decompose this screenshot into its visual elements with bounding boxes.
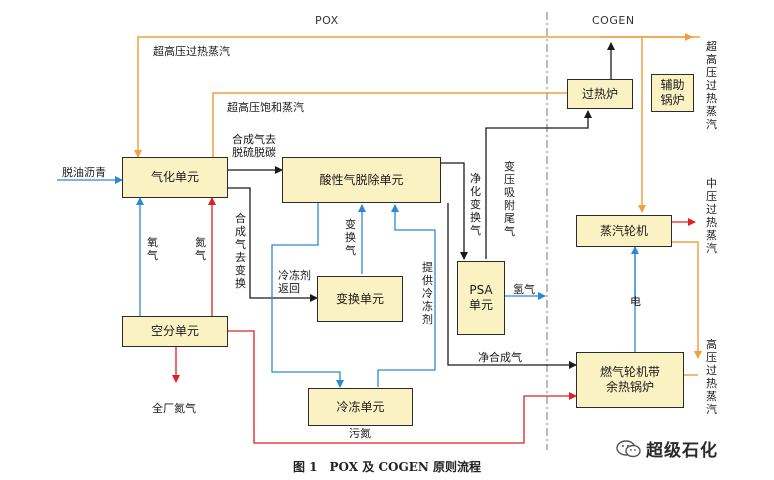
label-supply-refrigerant: 提供冷冻剂 xyxy=(422,261,433,326)
figure-caption: 图 1 POX 及 COGEN 原则流程 xyxy=(292,460,481,474)
wechat-icon xyxy=(616,439,641,457)
watermark: 超级石化 xyxy=(616,436,718,461)
refrigerant-return-line xyxy=(271,203,344,388)
waste-nitrogen-line xyxy=(228,330,577,444)
label-shifted-gas: 变换气 xyxy=(345,218,356,257)
label-out-uhp-superheated-steam: 超高压过热蒸汽 xyxy=(706,40,717,131)
psa-tail-gas-line xyxy=(485,110,592,259)
label-purified-shifted-gas: 净化变换气 xyxy=(470,172,481,237)
air-separation-unit: 空分单元 xyxy=(122,316,228,347)
label-clean-syngas: 净合成气 xyxy=(478,351,522,364)
gas-turbine-hrsg: 燃气轮机带 余热锅炉 xyxy=(576,352,684,408)
label-plant-nitrogen: 全厂氮气 xyxy=(152,402,196,415)
superheater-furnace: 过热炉 xyxy=(567,79,633,109)
uhp-superheated-steam-line xyxy=(134,36,700,158)
uhp-saturated-steam-line xyxy=(212,89,577,157)
label-syngas-to-shift: 合成气去变换 xyxy=(235,212,246,290)
syngas-to-shift-line xyxy=(228,187,318,302)
label-waste-nitrogen: 污氮 xyxy=(349,427,371,440)
label-out-mp-superheated-steam: 中压过热蒸汽 xyxy=(706,177,717,255)
gasification-unit: 气化单元 xyxy=(122,157,228,198)
purified-gas-to-psa-line xyxy=(441,162,468,260)
supply-refrigerant-line xyxy=(377,204,436,387)
label-deoiled-asphalt: 脱油沥青 xyxy=(62,166,106,179)
label-electricity: 电 xyxy=(630,295,641,308)
label-uhp-saturated-steam: 超高压饱和蒸汽 xyxy=(227,101,304,114)
auxiliary-boiler: 辅助 锅炉 xyxy=(651,74,694,112)
section-label-cogen: COGEN xyxy=(592,14,635,27)
label-hydrogen: 氢气 xyxy=(513,283,535,296)
refrigeration-unit: 冷冻单元 xyxy=(308,388,413,426)
label-refrigerant-return: 冷冻剂 返回 xyxy=(278,269,311,295)
watermark-text: 超级石化 xyxy=(646,441,718,461)
mp-steam-out-line xyxy=(672,241,702,359)
section-label-pox: POX xyxy=(315,14,339,27)
label-oxygen: 氧气 xyxy=(147,236,158,262)
steam-turbine: 蒸汽轮机 xyxy=(576,215,672,247)
label-syngas-to-desulfurization: 合成气去 脱硫脱碳 xyxy=(232,133,276,159)
acid-gas-removal-unit: 酸性气脱除单元 xyxy=(282,157,441,203)
label-psa-tail-gas: 变压吸附尾气 xyxy=(504,160,515,238)
clean-syngas-line xyxy=(447,203,577,369)
psa-unit: PSA 单元 xyxy=(457,261,505,335)
shift-unit: 变换单元 xyxy=(317,276,403,322)
label-out-hp-superheated-steam: 高压过热蒸汽 xyxy=(706,338,717,416)
label-nitrogen: 氮气 xyxy=(195,236,206,262)
label-uhp-superheated-steam: 超高压过热蒸汽 xyxy=(153,45,230,58)
